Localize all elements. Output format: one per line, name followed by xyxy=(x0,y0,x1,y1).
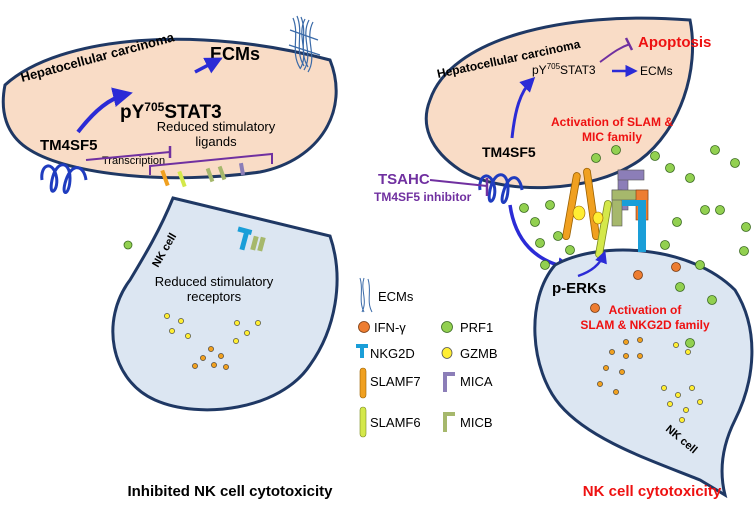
right-tumor-cell xyxy=(424,16,695,190)
left-reduced-ligands-line2: ligands xyxy=(195,134,237,149)
right-tm4sf5-label: TM4SF5 xyxy=(482,144,536,160)
legend-ifng-icon xyxy=(358,321,370,333)
legend-ifng-label: IFN-γ xyxy=(374,320,406,335)
left-nk-cell xyxy=(111,196,339,412)
right-activation-slam-mic-line1: Activation of SLAM & xyxy=(551,115,673,129)
legend-gzmb-label: GZMB xyxy=(460,346,498,361)
right-granules xyxy=(597,337,703,423)
left-prf1-dot xyxy=(123,240,133,250)
legend-mica-label: MICA xyxy=(460,374,493,389)
right-synapse-receptors xyxy=(562,167,649,259)
right-nk-cell xyxy=(533,248,754,499)
left-reduced-receptors-line1: Reduced stimulatory xyxy=(155,274,274,289)
left-stat3-label: pY705STAT3 xyxy=(120,100,222,123)
right-caption: NK cell cytotoxicity xyxy=(583,483,722,500)
legend-ecms-label: ECMs xyxy=(378,289,414,304)
left-ligands-bracket xyxy=(149,152,273,175)
right-activation-nkg2d-line1: Activation of xyxy=(609,303,683,317)
right-tm4sf5-protein xyxy=(478,173,524,204)
legend-micb-label: MICB xyxy=(460,415,493,430)
right-activation-nkg2d-line2: SLAM & NKG2D family xyxy=(580,318,710,332)
right-apoptosis-label: Apoptosis xyxy=(638,34,711,51)
legend-slamf7-icon xyxy=(359,367,367,399)
right-tm4sf5-stat3-arrow xyxy=(510,76,536,139)
right-inhibitor-label: TM4SF5 inhibitor xyxy=(374,190,472,204)
right-stat3-label: pY705STAT3 xyxy=(532,62,596,77)
left-stat3-ecm-arrow xyxy=(194,57,223,74)
left-reduced-receptors-line2: receptors xyxy=(187,289,242,304)
left-nkg2d-receptor xyxy=(237,226,266,252)
legend-mica-icon xyxy=(443,372,455,392)
right-perk-receptor-arrow xyxy=(577,250,607,278)
left-panel: Hepatocellular carcinoma ECMs pY705STAT3… xyxy=(1,15,339,500)
legend-slamf6-icon xyxy=(359,406,367,438)
legend-nkg2d-label: NKG2D xyxy=(370,346,415,361)
right-prf1-dots xyxy=(519,145,751,348)
right-apoptosis-bar xyxy=(624,37,634,51)
legend-slamf7-label: SLAMF7 xyxy=(370,374,421,389)
left-tm4sf5-protein xyxy=(40,163,88,194)
right-ifng-dots xyxy=(590,262,681,313)
legend-prf1-label: PRF1 xyxy=(460,320,493,335)
right-perk-label: p-ERKs xyxy=(552,280,606,297)
legend-ecms-icon xyxy=(359,277,373,313)
right-apoptosis-inhibition xyxy=(599,43,631,63)
legend-nkg2d-icon xyxy=(356,344,368,358)
left-reduced-ligands-line1: Reduced stimulatory xyxy=(157,119,276,134)
right-panel: Hepatocellular carcinoma pY705STAT3 ECMs… xyxy=(374,16,754,500)
legend-micb-icon xyxy=(443,412,455,432)
left-transcription-label: Transcription xyxy=(102,155,165,167)
left-tm4sf5-stat3-arrow xyxy=(76,87,133,134)
legend-prf1-icon xyxy=(441,321,453,333)
left-tumor-cell xyxy=(1,37,338,180)
legend: ECMs IFN-γ PRF1 NKG2D GZMB SLAMF7 MICA S… xyxy=(356,277,498,438)
legend-gzmb-icon xyxy=(441,347,453,359)
left-membrane-ligands xyxy=(160,162,246,188)
legend-slamf6-label: SLAMF6 xyxy=(370,415,421,430)
right-tsahc-label: TSAHC xyxy=(378,171,430,188)
left-caption: Inhibited NK cell cytotoxicity xyxy=(127,483,333,500)
right-tsahc-line xyxy=(429,179,488,187)
right-ecms-label: ECMs xyxy=(640,64,673,78)
left-ecm-fibers xyxy=(288,15,321,73)
left-granules xyxy=(164,313,261,370)
left-tm4sf5-label: TM4SF5 xyxy=(40,137,98,154)
right-activation-slam-mic-line2: MIC family xyxy=(582,130,642,144)
left-transcription-line xyxy=(85,151,171,161)
